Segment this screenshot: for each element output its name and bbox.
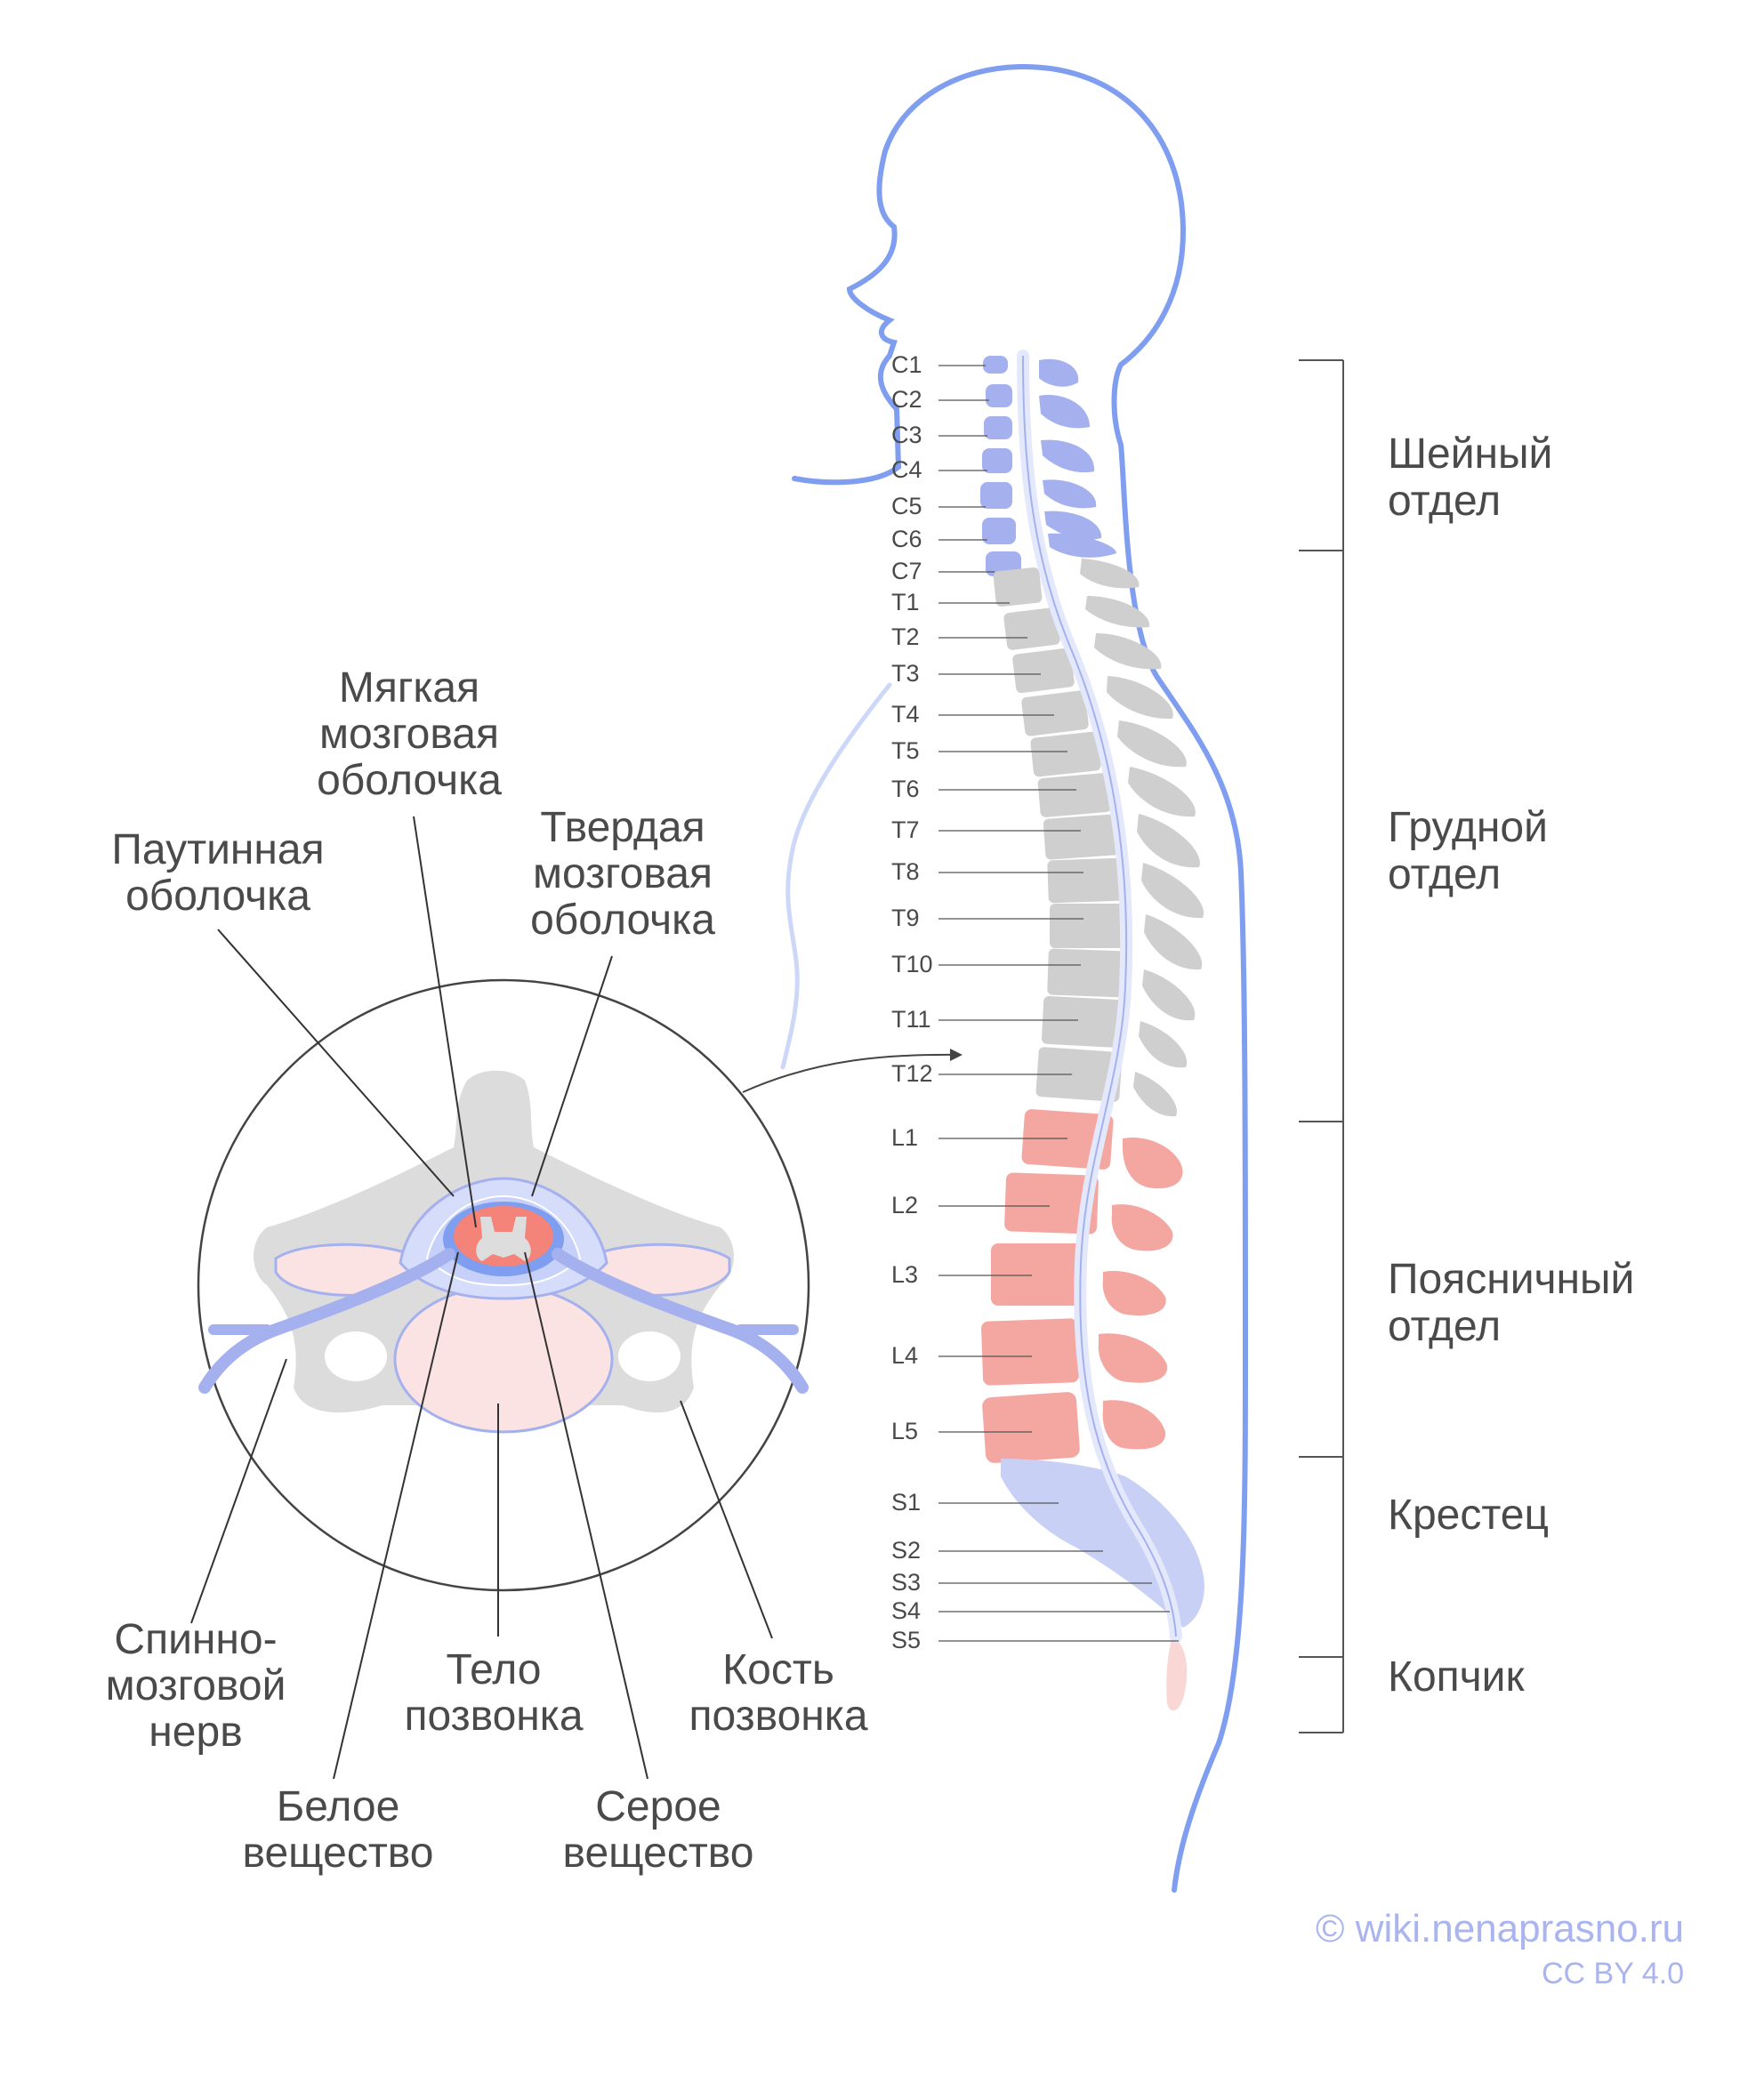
vertebra-label-t10: T10 [891,951,933,977]
sacrum [1001,1459,1204,1628]
vertebra-label-t2: T2 [891,623,920,650]
vertebra-label-t11: T11 [891,1006,931,1033]
vertebra-label-c2: C2 [891,386,922,413]
region-label-cervical: Шейный отдел [1388,430,1553,525]
region-label-sacrum: Крестец [1388,1492,1549,1539]
zoom-arrow [742,1053,962,1093]
region-label-coccyx: Копчик [1388,1653,1525,1701]
vertebra-label-l3: L3 [891,1261,919,1288]
vertebral-bone-label: Кость позвонка [689,1646,868,1740]
vertebra-label-t3: T3 [891,660,920,687]
region-label-lumbar: Поясничный отдел [1388,1256,1635,1350]
spinal-nerve-left [198,1248,455,1394]
credit-site-link[interactable]: © wiki.nenaprasno.ru [1316,1907,1684,1950]
vertebra-label-c4: C4 [891,456,922,483]
vertebra-label-c3: C3 [891,422,922,448]
arachnoid-label: Паутинная оболочка [111,826,325,920]
body-outline [792,63,1248,1893]
vertebra-label-s5: S5 [891,1627,922,1653]
vertebral-body [393,1284,614,1434]
vertebra-label-c1: C1 [891,351,922,378]
thoracic-processes [1080,559,1204,1117]
thoracic-vertebrae [993,567,1129,1102]
vertebra-label-t8: T8 [891,858,920,885]
vertebra-label-l2: L2 [891,1192,919,1218]
vertebra-label-l1: L1 [891,1124,919,1151]
cervical-vertebrae [980,356,1116,576]
vertebra-label-t5: T5 [891,737,920,764]
region-brackets [1299,359,1344,1733]
vertebra-label-l4: L4 [891,1342,919,1369]
spine-column [980,350,1204,1711]
vertebra-label-t9: T9 [891,905,920,931]
vertebra-label-c5: C5 [891,493,922,519]
pia-mater-label: Мягкая мозговая оболочка [317,664,502,804]
credit-license: CC BY 4.0 [1541,1957,1684,1990]
vertebra-label-c6: C6 [891,526,922,552]
white-matter-label: Белое вещество [242,1783,434,1877]
vertebra-label-l5: L5 [891,1418,919,1444]
cross-section [198,1070,809,1434]
credit-block: © wiki.nenaprasno.ru CC BY 4.0 [1316,1907,1684,1991]
vertebra-label-s4: S4 [891,1597,922,1624]
vertebra-label-s1: S1 [891,1489,922,1516]
region-label-thoracic: Грудной отдел [1388,804,1548,898]
vertebra-label-s3: S3 [891,1569,922,1596]
vertebra-label-t7: T7 [891,816,920,843]
spinal-nerve-right [552,1248,809,1394]
coccyx [1166,1637,1188,1711]
vertebral-body-label: Тело позвонка [404,1646,584,1740]
cross-section-leaders [190,816,773,1780]
dura-mater-label: Твердая мозговая оболочка [530,804,715,944]
vertebra-leaders [938,365,1179,1642]
vertebra-label-t6: T6 [891,776,920,802]
grey-matter-label: Серое вещество [562,1783,754,1877]
lumbar-vertebrae [981,1109,1183,1463]
vertebra-label-c7: C7 [891,558,922,584]
vertebra-label-t4: T4 [891,701,920,728]
grey-matter [476,1217,531,1261]
vertebra-label-t1: T1 [891,589,920,615]
vertebra-label-t12: T12 [891,1060,933,1087]
arm-outline [780,682,892,1070]
spinal-nerve-label: Спинно- мозговой нерв [105,1616,286,1756]
vertebra-label-s2: S2 [891,1537,922,1564]
